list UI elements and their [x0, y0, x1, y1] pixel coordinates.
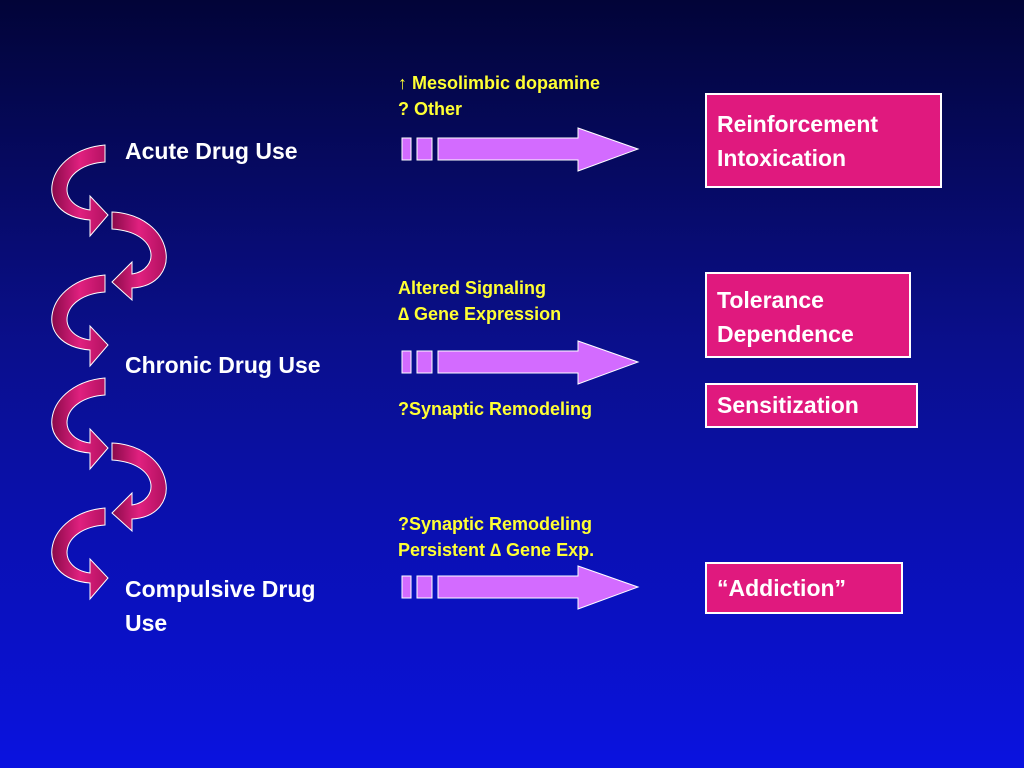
outcome-box-addiction: “Addiction” — [705, 562, 903, 614]
curve-arrow-right-2 — [111, 442, 167, 533]
mechanism-acute: ↑ Mesolimbic dopamine ? Other — [398, 70, 600, 122]
curve-arrow-left-1 — [51, 144, 109, 238]
straight-arrow-2 — [401, 340, 640, 385]
stage-label-line: Compulsive Drug — [125, 576, 316, 602]
mechanism-chronic-remodeling: ?Synaptic Remodeling — [398, 396, 592, 422]
mechanism-compulsive: ?Synaptic Remodeling Persistent ∆ Gene E… — [398, 511, 594, 563]
outcome-line: Dependence — [717, 321, 854, 347]
outcome-line: Tolerance — [717, 287, 824, 313]
outcome-box-sensitization: Sensitization — [705, 383, 918, 428]
mechanism-line: ?Synaptic Remodeling — [398, 514, 593, 534]
stage-label-line: Use — [125, 610, 168, 636]
stage-label-compulsive: Compulsive Drug Use — [125, 572, 315, 640]
stage-label-line: Chronic Drug Use — [125, 352, 321, 378]
outcome-box-reinforcement: Reinforcement Intoxication — [705, 93, 942, 188]
straight-arrow-3 — [401, 565, 640, 610]
stage-label-chronic: Chronic Drug Use — [125, 348, 321, 382]
outcome-box-tolerance: Tolerance Dependence — [705, 272, 911, 358]
straight-arrow-1 — [401, 127, 640, 172]
mechanism-line: ∆ Gene Expression — [398, 304, 562, 324]
stage-label-line: Acute Drug Use — [125, 138, 298, 164]
outcome-line: Sensitization — [717, 392, 859, 418]
curve-arrow-left-4 — [51, 507, 109, 601]
outcome-line: Reinforcement — [717, 111, 879, 137]
curve-arrow-left-2 — [51, 274, 109, 368]
mechanism-line: ?Synaptic Remodeling — [398, 399, 593, 419]
mechanism-line: ↑ Mesolimbic dopamine — [398, 73, 601, 93]
stage-label-acute: Acute Drug Use — [125, 134, 298, 168]
curve-arrow-left-3 — [51, 377, 109, 471]
curve-arrow-right-1 — [111, 211, 167, 302]
mechanism-line: ? Other — [398, 99, 463, 119]
mechanism-chronic: Altered Signaling ∆ Gene Expression — [398, 275, 561, 327]
mechanism-line: Altered Signaling — [398, 278, 547, 298]
mechanism-line: Persistent ∆ Gene Exp. — [398, 540, 595, 560]
outcome-line: “Addiction” — [717, 575, 847, 601]
outcome-line: Intoxication — [717, 145, 847, 171]
